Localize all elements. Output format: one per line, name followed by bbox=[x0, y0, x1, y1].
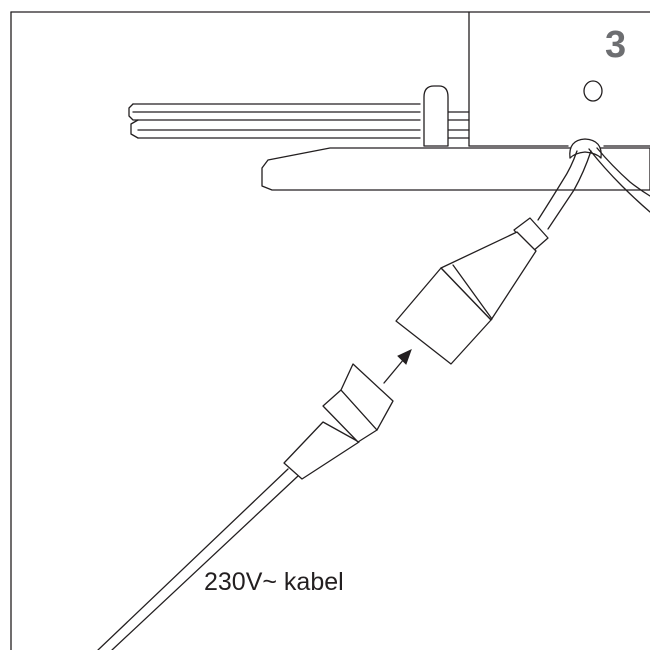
step-number: 3 bbox=[605, 24, 626, 66]
diagram-frame bbox=[10, 11, 650, 650]
appliance-cable bbox=[537, 147, 650, 230]
mains-cable bbox=[97, 468, 299, 650]
appliance-housing bbox=[468, 11, 650, 147]
base-plate bbox=[261, 147, 650, 191]
cable-grommet bbox=[569, 138, 602, 159]
cable-label: 230V~ kabel bbox=[204, 568, 344, 596]
mounting-hole bbox=[583, 80, 603, 102]
rail-post bbox=[423, 85, 449, 147]
arrow-head bbox=[397, 349, 412, 365]
female-connector bbox=[395, 217, 549, 365]
male-plug bbox=[283, 363, 394, 480]
insert-arrow bbox=[383, 349, 412, 384]
mounting-rail bbox=[128, 103, 470, 139]
